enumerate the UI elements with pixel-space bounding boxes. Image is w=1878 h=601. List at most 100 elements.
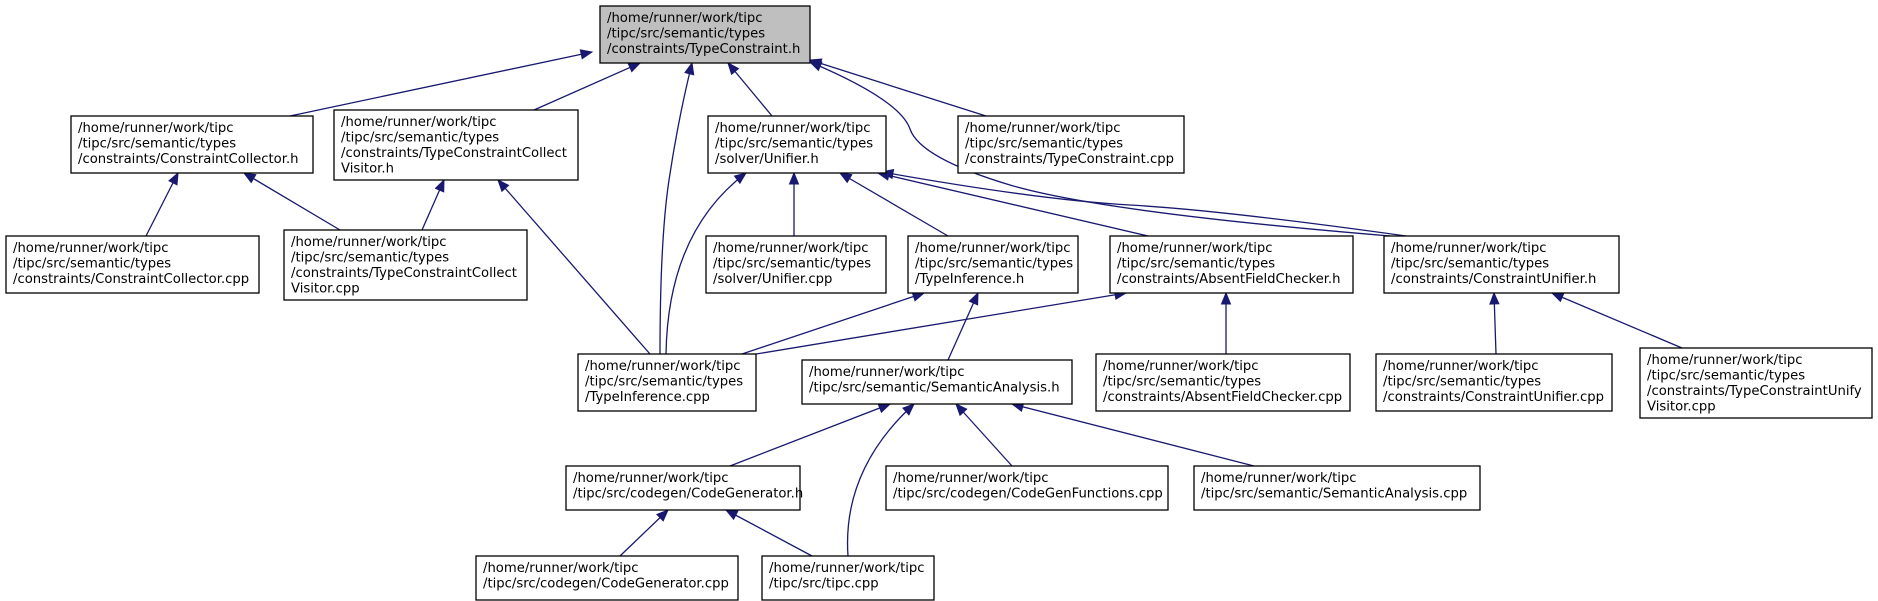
node-label-line: /constraints/ConstraintUnifier.cpp <box>1383 390 1604 405</box>
edge-n11-to-n9 <box>743 289 1128 357</box>
edge-line <box>947 292 979 361</box>
edge-line <box>809 61 1391 237</box>
arrowhead-icon <box>788 171 800 185</box>
node-label-line: /home/runner/work/tipc <box>483 561 639 576</box>
node-label-line: /home/runner/work/tipc <box>573 471 729 486</box>
file-node[interactable]: /home/runner/work/tipc/tipc/src/semantic… <box>1375 353 1613 412</box>
node-box <box>761 555 935 601</box>
file-node[interactable]: /home/runner/work/tipc/tipc/src/semantic… <box>907 235 1079 294</box>
edge-n3-to-n0 <box>727 61 773 117</box>
node-label-line: /constraints/TypeConstraint.h <box>607 42 800 57</box>
graph-edges <box>145 49 1683 557</box>
node-box <box>707 115 887 174</box>
arrowhead-icon <box>579 49 594 60</box>
edge-n15-to-n10 <box>1550 292 1683 349</box>
node-box <box>1375 353 1613 412</box>
node-label-line: /tipc/src/semantic/types <box>1647 369 1805 384</box>
file-node[interactable]: /home/runner/work/tipc/tipc/src/codegen/… <box>475 555 739 601</box>
edge-n1-to-n0 <box>289 49 594 117</box>
edge-line <box>665 172 747 355</box>
file-node[interactable]: /home/runner/work/tipc/tipc/src/semantic… <box>1095 353 1351 412</box>
node-label-line: /tipc/src/codegen/CodeGenerator.h <box>573 487 803 502</box>
node-label-line: /tipc/src/semantic/types <box>965 137 1123 152</box>
file-node[interactable]: /home/runner/work/tipc/tipc/src/codegen/… <box>565 465 803 511</box>
edge-n11-to-n3 <box>665 172 748 355</box>
file-node[interactable]: /home/runner/work/tipc/tipc/src/semantic… <box>70 115 314 174</box>
arrowhead-icon <box>1489 291 1500 305</box>
node-label-line: /home/runner/work/tipc <box>915 241 1071 256</box>
arrowhead-icon <box>627 62 642 73</box>
file-node[interactable]: /home/runner/work/tipc/tipc/src/semantic… <box>705 235 887 294</box>
file-node[interactable]: /home/runner/work/tipc/tipc/src/semantic… <box>283 229 528 301</box>
graph-nodes: /home/runner/work/tipc/tipc/src/semantic… <box>5 5 1873 601</box>
edge-line <box>955 403 1013 467</box>
arrowhead-icon <box>656 509 669 522</box>
node-label-line: /tipc/src/semantic/types <box>585 375 743 390</box>
file-node[interactable]: /home/runner/work/tipc/tipc/src/tipc.cpp <box>761 555 935 601</box>
edge-line <box>877 172 1149 237</box>
node-label-line: /tipc/src/semantic/types <box>915 257 1073 272</box>
node-label-line: /home/runner/work/tipc <box>1647 353 1803 368</box>
node-label-line: Visitor.h <box>341 162 394 177</box>
node-label-line: Visitor.cpp <box>1647 400 1716 415</box>
file-node[interactable]: /home/runner/work/tipc/tipc/src/semantic… <box>1193 465 1481 511</box>
file-node[interactable]: /home/runner/work/tipc/tipc/src/semantic… <box>1383 235 1620 294</box>
arrowhead-icon <box>724 509 739 521</box>
node-label-line: /constraints/ConstraintCollector.cpp <box>13 272 249 287</box>
node-box <box>1109 235 1354 294</box>
edge-line <box>846 403 915 557</box>
node-label-line: /home/runner/work/tipc <box>715 121 871 136</box>
node-box <box>1639 347 1873 419</box>
edge-line <box>497 179 651 355</box>
node-label-line: /home/runner/work/tipc <box>341 115 497 130</box>
arrowhead-icon <box>242 172 257 184</box>
node-label-line: /tipc/src/semantic/SemanticAnalysis.h <box>809 381 1060 396</box>
edge-n13-to-n9 <box>1220 291 1232 354</box>
node-label-line: /home/runner/work/tipc <box>1103 359 1259 374</box>
file-node[interactable]: /home/runner/work/tipc/tipc/src/semantic… <box>1109 235 1354 294</box>
file-node[interactable]: /home/runner/work/tipc/tipc/src/semantic… <box>1639 347 1873 419</box>
arrowhead-icon <box>968 291 979 306</box>
node-label-line: /tipc/src/tipc.cpp <box>769 577 879 592</box>
file-node[interactable]: /home/runner/work/tipc/tipc/src/semantic… <box>5 235 260 294</box>
node-label-line: /home/runner/work/tipc <box>965 121 1121 136</box>
node-label-line: /home/runner/work/tipc <box>769 561 925 576</box>
file-node[interactable]: /home/runner/work/tipc/tipc/src/semantic… <box>801 359 1073 405</box>
node-label-line: /solver/Unifier.h <box>715 152 819 167</box>
node-label-line: /home/runner/work/tipc <box>13 241 169 256</box>
arrowhead-icon <box>877 403 892 414</box>
arrowhead-icon <box>168 171 179 186</box>
edge-line <box>1551 292 1683 349</box>
node-label-line: /constraints/TypeConstraintUnify <box>1647 384 1862 399</box>
node-label-line: /constraints/TypeConstraintCollect <box>341 146 567 161</box>
file-node[interactable]: /home/runner/work/tipc/tipc/src/semantic… <box>957 115 1185 174</box>
file-node[interactable]: /home/runner/work/tipc/tipc/src/semantic… <box>577 353 757 412</box>
edge-n20-to-n16 <box>724 509 813 557</box>
edge-n10-to-n3 <box>880 168 1407 237</box>
node-label-line: /tipc/src/semantic/types <box>607 27 765 42</box>
node-box <box>599 5 811 64</box>
file-node[interactable]: /home/runner/work/tipc/tipc/src/semantic… <box>333 109 579 181</box>
node-label-line: /TypeInference.h <box>915 272 1024 287</box>
edge-n20-to-n12 <box>846 403 915 557</box>
edge-line <box>809 59 987 117</box>
edge-line <box>1011 403 1255 467</box>
root-file-node: /home/runner/work/tipc/tipc/src/semantic… <box>599 5 811 64</box>
edge-n2-to-n0 <box>533 62 642 111</box>
node-box <box>705 235 887 294</box>
node-label-line: /tipc/src/semantic/types <box>713 257 871 272</box>
node-box <box>565 465 801 511</box>
edge-line <box>659 62 693 355</box>
node-box <box>475 555 739 601</box>
node-label-line: /tipc/src/semantic/types <box>1391 257 1549 272</box>
file-node[interactable]: /home/runner/work/tipc/tipc/src/semantic… <box>707 115 887 174</box>
edge-n6-to-n1 <box>242 172 341 231</box>
file-node[interactable]: /home/runner/work/tipc/tipc/src/codegen/… <box>885 465 1169 511</box>
edge-n17-to-n12 <box>955 403 1013 467</box>
node-box <box>907 235 1079 294</box>
arrowhead-icon <box>434 178 445 193</box>
edge-line <box>729 403 891 467</box>
node-box <box>283 229 528 301</box>
node-label-line: /tipc/src/semantic/types <box>715 137 873 152</box>
edge-n14-to-n10 <box>1489 291 1500 355</box>
